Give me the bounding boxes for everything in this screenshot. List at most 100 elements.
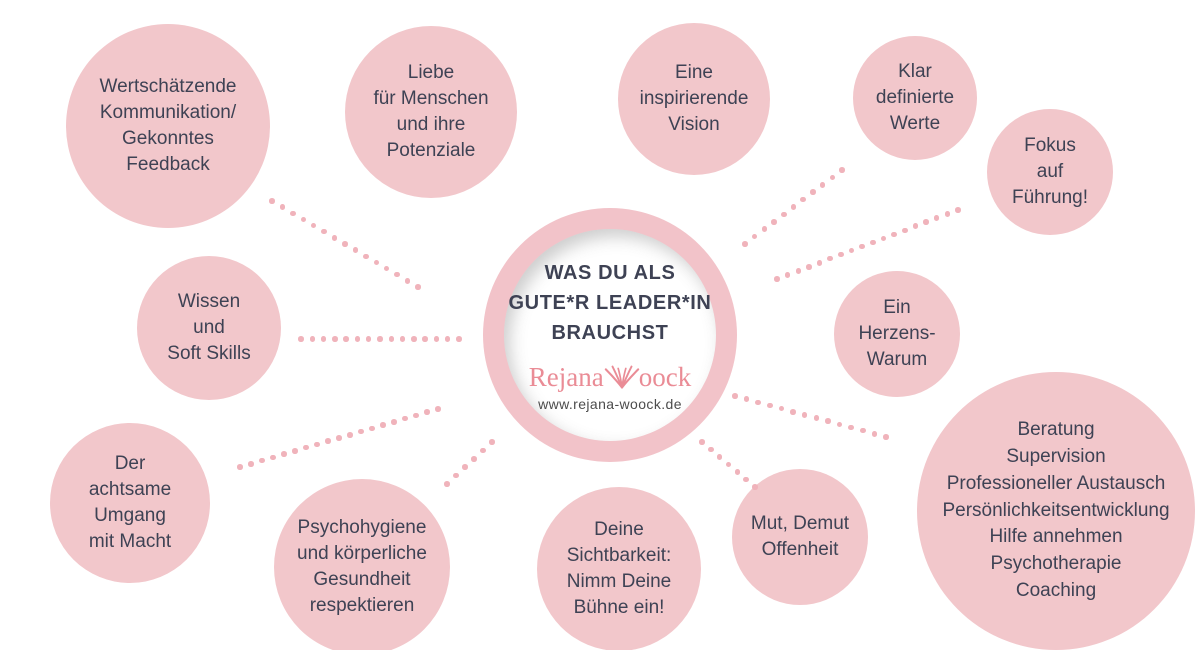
connector-dot [342,241,348,247]
bubble-deine-sichtbarkeit: Deine Sichtbarkeit: Nimm Deine Bühne ein… [537,487,701,650]
connector-dot [743,476,749,483]
bubble-beratung-supervision: Beratung Supervision Professioneller Aus… [917,372,1195,650]
brand-name-suffix: oock [638,362,692,392]
connector-dot [365,336,372,342]
connector-dot [774,276,780,282]
connector-dot [411,336,417,342]
connector-dot [761,226,768,232]
connector-dot [829,174,836,181]
connector-dot [462,464,468,470]
connector-dot [860,427,866,434]
connector-dot [955,207,961,213]
connector-dot [352,247,359,253]
connector-dot [813,415,820,421]
connector-dot [444,336,451,342]
connector-dot [816,260,823,266]
connector-dot [347,432,353,438]
connector-dot [742,241,748,247]
connector-dot [848,424,854,431]
bubble-wissen-soft-skills: Wissen und Soft Skills [137,256,281,400]
connector-dot [825,418,831,424]
connector-dot [838,251,844,258]
connector-dot [880,235,887,242]
brand-name-prefix: Rejana [528,362,604,392]
connector-dot [402,415,408,422]
connector-dot [827,255,833,262]
connector-dot [343,336,349,342]
connector-dot [883,434,889,440]
bubble-mut-demut-offenheit: Mut, Demut Offenheit [732,469,868,605]
connector-dot [755,399,761,406]
connector-dot [870,239,876,246]
connector-dot [373,259,380,266]
connector-dot [391,419,397,425]
connector-dot [383,265,390,272]
connector-dot [480,447,486,454]
connector-dot [836,421,843,428]
connector-dot [790,409,796,415]
connector-dot [751,233,758,240]
connector-dot [871,431,878,437]
connector-dot [471,456,477,462]
connector-dot [321,228,327,235]
connector-dot [415,284,421,290]
connector-dot [819,182,826,188]
connector-dot [292,448,298,454]
bubble-fokus-auf-fuehrung: Fokus auf Führung! [987,109,1113,235]
wing-w-icon [604,365,639,388]
connector-dot [298,336,304,342]
connector-dot [310,222,317,229]
connector-dot [303,444,309,451]
bubble-herzens-warum: Ein Herzens- Warum [834,271,960,397]
connector-dot [354,336,361,342]
connector-dot [743,396,750,402]
connector-dot [300,216,307,223]
connector-dot [489,439,495,445]
bubble-wertschaetzende-kommunikation: Wertschätzende Kommunikation/ Gekonntes … [66,24,270,228]
connector-dot [269,198,275,204]
connector-dot [422,336,428,342]
bubble-klar-definierte-werte: Klar definierte Werte [853,36,977,160]
connector-dot [902,227,908,234]
connector-dot [725,461,732,468]
connector-dot [363,253,369,260]
center-circle-inner: WAS DU ALS GUTE*R LEADER*IN BRAUCHST Rej… [504,229,716,441]
connector-dot [394,271,400,278]
connector-dot [839,167,845,173]
connector-dot [413,412,419,419]
connector-dot [781,211,787,218]
connector-dot [734,469,741,475]
connector-dot [912,223,919,229]
connector-dot [453,472,459,479]
connector-dot [800,196,806,203]
connector-dot [435,406,441,412]
connector-dot [270,454,276,461]
center-circle: WAS DU ALS GUTE*R LEADER*IN BRAUCHST Rej… [483,208,737,462]
connector-dot [369,425,375,432]
connector-dot [290,210,296,217]
connector-dot [358,428,364,435]
bubble-liebe-fuer-menschen: Liebe für Menschen und ihre Potenziale [345,26,517,198]
connector-dot [891,231,897,238]
connector-dot [771,219,777,225]
connector-dot [281,451,287,457]
connector-dot [325,438,331,444]
connector-dot [708,446,714,453]
connector-dot [752,484,758,490]
connector-dot [314,441,320,448]
bubble-inspirierende-vision: Eine inspirierende Vision [618,23,770,175]
connector-dot [388,336,395,342]
connector-dot [399,336,406,342]
bubble-psychohygiene-gesundheit: Psychohygiene und körperliche Gesundheit… [274,479,450,650]
website-url: www.rejana-woock.de [538,396,682,412]
connector-dot [404,278,411,284]
connector-dot [790,204,797,210]
connector-dot [248,461,254,467]
brand-logo: Rejana oock [529,362,691,393]
connector-dot [456,336,462,342]
connector-dot [806,264,812,270]
connector-dot [279,204,286,210]
connector-dot [332,336,338,342]
connector-dot [309,336,316,342]
connector-dot [784,272,791,278]
